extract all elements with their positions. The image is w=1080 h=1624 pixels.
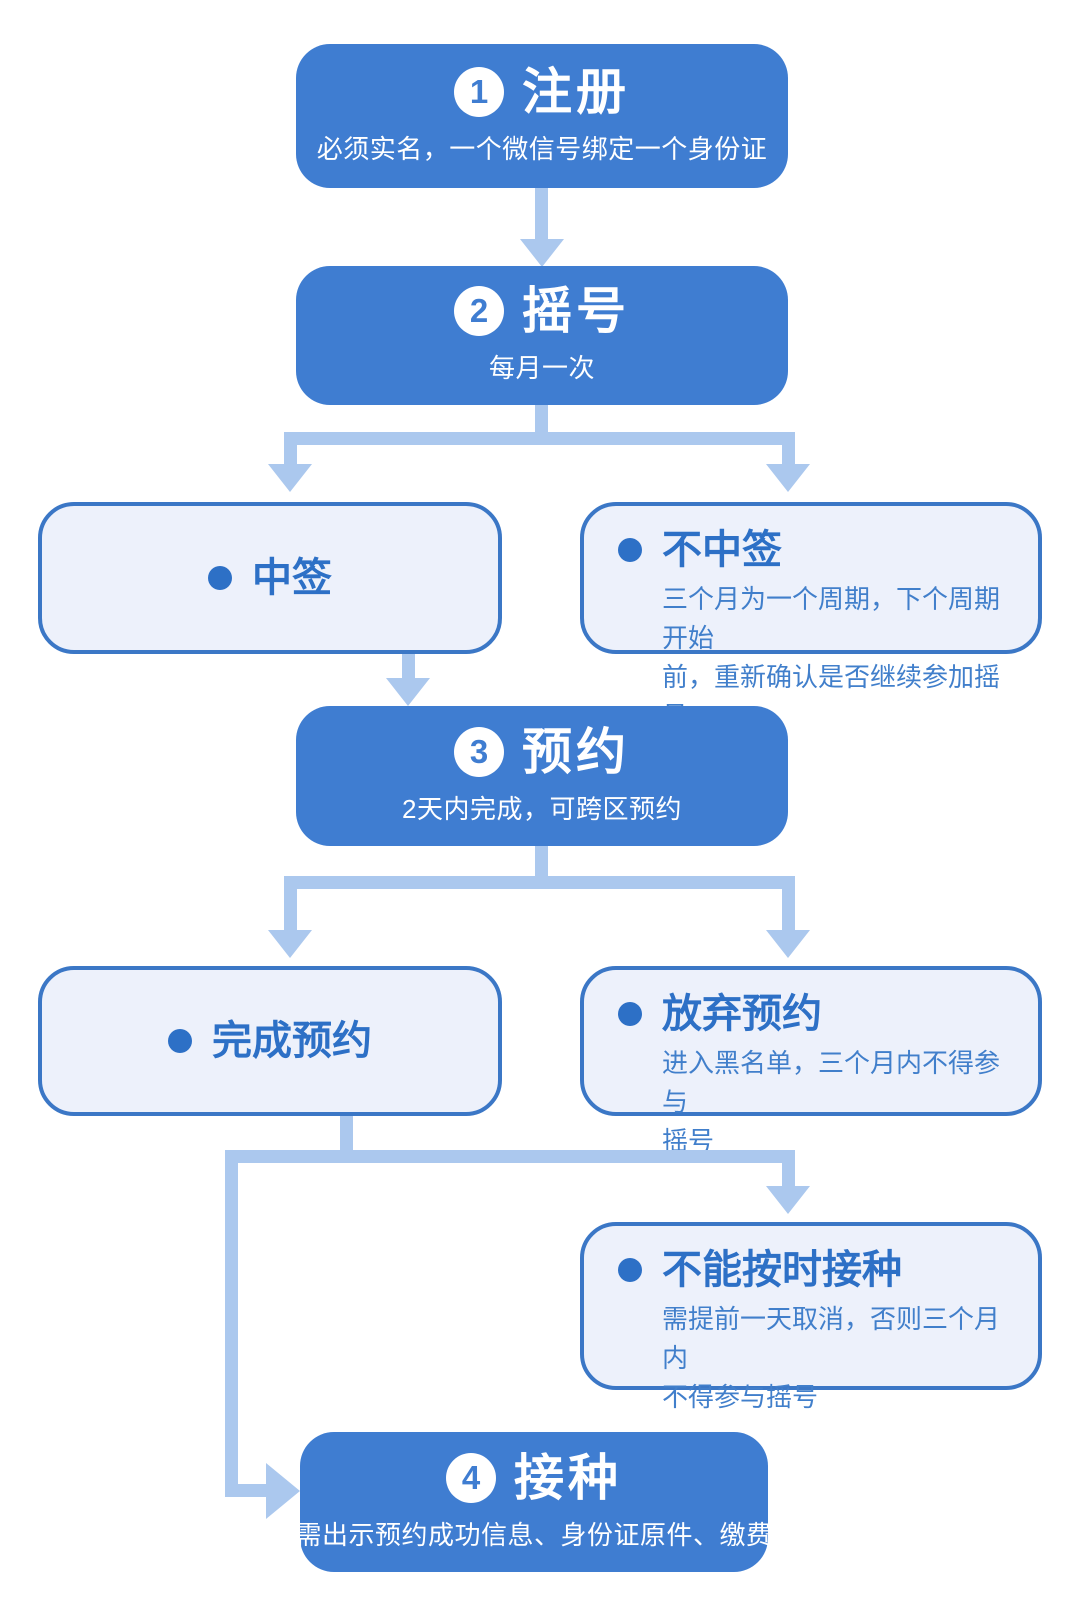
flow-line [402,654,415,682]
outcome-title: 不中签 [662,528,782,572]
step-number-badge: 4 [446,1452,496,1503]
outcome-title-row: 不能按时接种 [618,1248,1020,1292]
bullet-icon [618,1258,642,1282]
flow-line [782,876,795,934]
outcome-title-row: 放弃预约 [618,992,1020,1036]
arrowhead-down-icon [766,930,810,958]
outcome-body: 进入黑名单，三个月内不得参与 摇号 [662,1048,1001,1156]
flow-line [225,1150,795,1163]
step-note: 2天内完成，可跨区预约 [402,793,682,824]
arrowhead-down-icon [386,678,430,706]
step-title-row: 1 注册 [454,63,630,120]
step-box-vaccinate: 4 接种 需出示预约成功信息、身份证原件、缴费 [296,1432,772,1572]
flow-line [782,432,795,468]
bullet-icon [208,566,232,590]
flow-line [284,876,297,934]
step-title: 摇号 [522,283,630,339]
arrowhead-down-icon [520,239,564,267]
flow-line [782,1150,795,1188]
step-note: 需出示预约成功信息、身份证原件、缴费 [295,1519,773,1550]
step-title: 预约 [522,723,630,780]
flow-line [225,1150,238,1497]
step-title: 注册 [522,63,630,120]
flow-line [535,405,548,435]
arrowhead-down-icon [766,464,810,492]
outcome-title: 放弃预约 [662,992,822,1036]
step-number-badge: 2 [454,286,504,336]
step-title-row: 3 预约 [454,723,630,780]
arrowhead-right-icon [266,1463,300,1519]
flow-line [535,846,548,878]
step-title-row: 2 摇号 [454,286,630,336]
arrowhead-down-icon [268,930,312,958]
outcome-title-row: 完成预约 [168,1019,372,1063]
outcome-title: 不能按时接种 [662,1248,902,1292]
flow-line [535,188,548,241]
outcome-box-complete: 完成预约 [38,966,502,1116]
arrowhead-down-icon [268,464,312,492]
step-title: 接种 [514,1449,622,1506]
arrowhead-down-icon [766,1186,810,1214]
outcome-box-lose: 不中签 三个月为一个周期，下个周期开始 前，重新确认是否继续参加摇号 [580,502,1042,731]
flow-line [284,432,795,445]
outcome-box-abandon: 放弃预约 进入黑名单，三个月内不得参与 摇号 [580,966,1042,1156]
step-title-row: 4 接种 [446,1449,622,1506]
outcome-body: 需提前一天取消，否则三个月内 不得参与摇号 [662,1304,1001,1412]
step-number-badge: 1 [454,66,504,117]
step-box-appointment: 3 预约 2天内完成，可跨区预约 [296,706,788,846]
flow-line [225,1484,270,1497]
outcome-title-row: 中签 [208,556,332,600]
step-number-badge: 3 [454,726,504,777]
step-note: 每月一次 [488,353,595,383]
flow-line [340,1116,353,1152]
outcome-title: 中签 [252,556,332,600]
flow-line [284,432,297,468]
outcome-box-miss-appointment: 不能按时接种 需提前一天取消，否则三个月内 不得参与摇号 [580,1222,1042,1412]
outcome-box-win: 中签 [38,502,502,654]
step-box-register: 1 注册 必须实名，一个微信号绑定一个身份证 [296,44,788,188]
step-note: 必须实名，一个微信号绑定一个身份证 [316,133,768,164]
bullet-icon [618,1002,642,1026]
bullet-icon [618,538,642,562]
outcome-title-row: 不中签 [618,528,1020,572]
outcome-title: 完成预约 [212,1019,372,1063]
bullet-icon [168,1029,192,1053]
step-box-lottery: 2 摇号 每月一次 [296,266,788,405]
flow-line [284,876,795,889]
